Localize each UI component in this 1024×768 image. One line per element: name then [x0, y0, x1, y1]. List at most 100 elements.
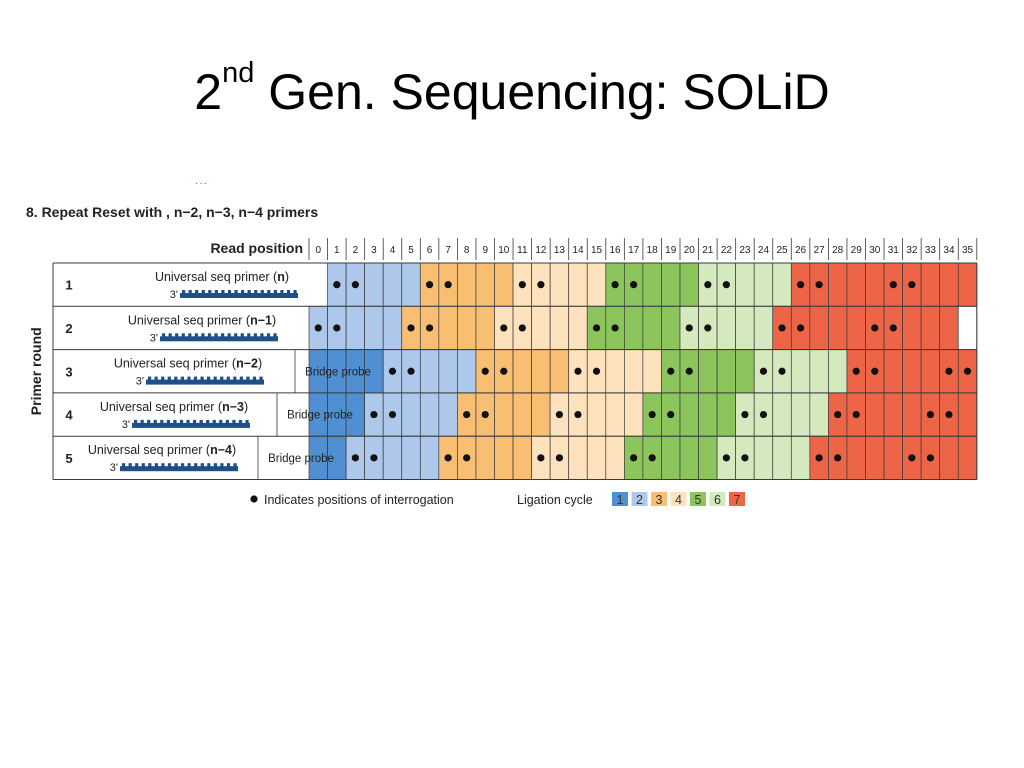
primer-round-number: 3	[65, 364, 72, 379]
cycle-cell	[661, 262, 681, 307]
read-position-number: 33	[925, 245, 937, 256]
bridge-probe-label: Bridge probe	[268, 453, 334, 465]
legend-swatch	[709, 492, 726, 506]
interrogation-dot	[815, 281, 823, 289]
primer-tooth	[260, 333, 264, 338]
cycle-cell	[753, 305, 774, 350]
primer-tooth	[161, 376, 165, 381]
interrogation-dot	[945, 367, 953, 375]
cycle-cell	[568, 262, 588, 307]
cycle-cell	[883, 349, 903, 394]
primer-tooth	[247, 333, 251, 338]
cycle-cell	[772, 392, 792, 437]
cycle-cell	[846, 262, 866, 307]
primer-tooth	[245, 419, 249, 424]
interrogation-dot	[926, 454, 935, 462]
cycle-cell	[772, 435, 792, 480]
primer-bar	[160, 336, 278, 342]
cycle-cell	[939, 305, 959, 350]
primer-tooth	[239, 376, 243, 381]
cycle-cell	[846, 305, 866, 350]
cycle-cell	[401, 392, 421, 437]
cycle-cell	[661, 435, 681, 480]
cycle-cell	[531, 392, 551, 437]
primer-tooth	[193, 419, 197, 424]
read-position-number: 18	[647, 245, 659, 256]
primer-tooth	[233, 463, 237, 468]
cycle-cell	[679, 435, 699, 480]
read-position-number: 21	[702, 245, 714, 256]
cycle-cell	[401, 435, 421, 480]
cycle-cell	[642, 262, 662, 307]
primer-tooth	[267, 290, 271, 294]
cycle-cell	[494, 392, 514, 437]
read-position-label: Read position	[210, 240, 303, 256]
interrogation-dot	[685, 367, 693, 375]
cycle-cell	[605, 349, 625, 394]
title-superscript: nd	[222, 57, 255, 89]
interrogation-dot	[648, 410, 656, 419]
cycle-cell	[457, 305, 477, 350]
read-position-number: 4	[390, 245, 396, 256]
interrogation-dot	[314, 324, 322, 332]
interrogation-dot	[351, 281, 359, 289]
interrogation-dot	[667, 410, 675, 419]
primer-tooth	[140, 419, 144, 424]
primer-tooth	[259, 376, 263, 381]
interrogation-dot	[592, 367, 601, 375]
cycle-cell	[568, 305, 588, 350]
slide-title: 2nd Gen. Sequencing: SOLiD	[0, 59, 1024, 122]
primer-tooth	[187, 463, 191, 468]
primer-tooth	[207, 376, 211, 381]
cycle-cell	[828, 349, 848, 394]
interrogation-dot	[630, 281, 638, 289]
primer-tooth	[141, 463, 145, 468]
primer-tooth	[187, 376, 191, 381]
read-position-number: 31	[888, 245, 900, 256]
cycle-cell	[790, 349, 811, 394]
read-position-number: 20	[684, 245, 696, 256]
legend-swatch-number: 5	[695, 493, 702, 507]
primer-label: Universal seq primer (n−4)	[88, 443, 236, 457]
primer-tooth	[148, 376, 152, 381]
read-position-number: 0	[315, 245, 321, 256]
primer-bar	[132, 422, 250, 428]
interrogation-dot	[611, 324, 619, 332]
interrogation-dot	[592, 324, 601, 332]
read-position-number: 19	[665, 245, 677, 256]
interrogation-dot	[333, 281, 341, 289]
primer-tooth	[208, 290, 212, 294]
bridge-probe-label: Bridge probe	[305, 366, 371, 378]
primer-tooth	[200, 463, 204, 468]
primer-tooth	[186, 419, 190, 424]
primer-tooth	[201, 333, 205, 338]
primer-tooth	[147, 419, 151, 424]
primer-tooth	[232, 419, 236, 424]
legend-swatch	[651, 492, 667, 506]
interrogation-dot	[704, 324, 712, 332]
cycle-cell	[883, 435, 903, 480]
primer-round-number: 5	[65, 451, 72, 466]
primer-tooth	[188, 333, 192, 338]
interrogation-dot	[333, 324, 341, 332]
primer-tooth	[225, 419, 229, 424]
cycle-cell	[716, 349, 736, 394]
read-position-number: 24	[758, 245, 770, 256]
interrogation-dot	[611, 281, 619, 289]
primer-tooth	[194, 463, 198, 468]
interrogation-dot	[555, 410, 564, 419]
interrogation-dot	[463, 454, 471, 462]
cycle-cell	[865, 262, 885, 307]
primer-label: Universal seq primer (n−2)	[114, 357, 262, 371]
primer-tooth	[234, 290, 238, 294]
interrogation-dot	[722, 454, 730, 462]
interrogation-dot	[889, 324, 897, 332]
primer-tooth	[201, 290, 205, 294]
read-position-number: 23	[739, 245, 751, 256]
interrogation-dot	[444, 454, 452, 462]
cycle-cell	[957, 435, 978, 480]
primer-tooth	[227, 290, 232, 294]
cycle-cell	[549, 305, 570, 350]
primer-bar	[120, 466, 238, 472]
primer-tooth	[273, 290, 277, 294]
